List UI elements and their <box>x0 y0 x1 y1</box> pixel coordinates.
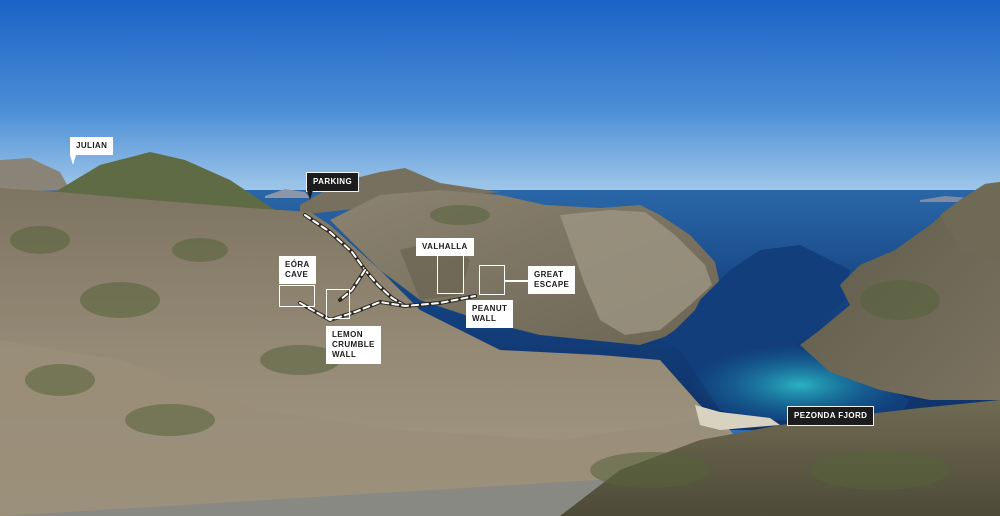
julian-pointer <box>70 155 76 165</box>
great-escape-leader <box>505 280 530 282</box>
valhalla-frame <box>437 254 464 294</box>
eora-cave-frame <box>279 285 315 307</box>
lemon-crumble-wall-frame <box>326 289 350 319</box>
peanut-wall-frame <box>479 265 505 295</box>
peanut-wall-label: PEANUT WALL <box>466 300 514 328</box>
parking-pointer <box>307 190 313 200</box>
lemon-crumble-wall-label: LEMON CRUMBLE WALL <box>326 326 381 364</box>
pezonda-fjord-label: PEZONDA FJORD <box>787 406 875 426</box>
valhalla-label: VALHALLA <box>416 238 474 256</box>
julian-label: JULIAN <box>70 137 114 155</box>
great-escape-label: GREAT ESCAPE <box>528 266 576 294</box>
eora-cave-label: EÓRA CAVE <box>279 256 316 284</box>
parking-label: PARKING <box>306 172 360 192</box>
